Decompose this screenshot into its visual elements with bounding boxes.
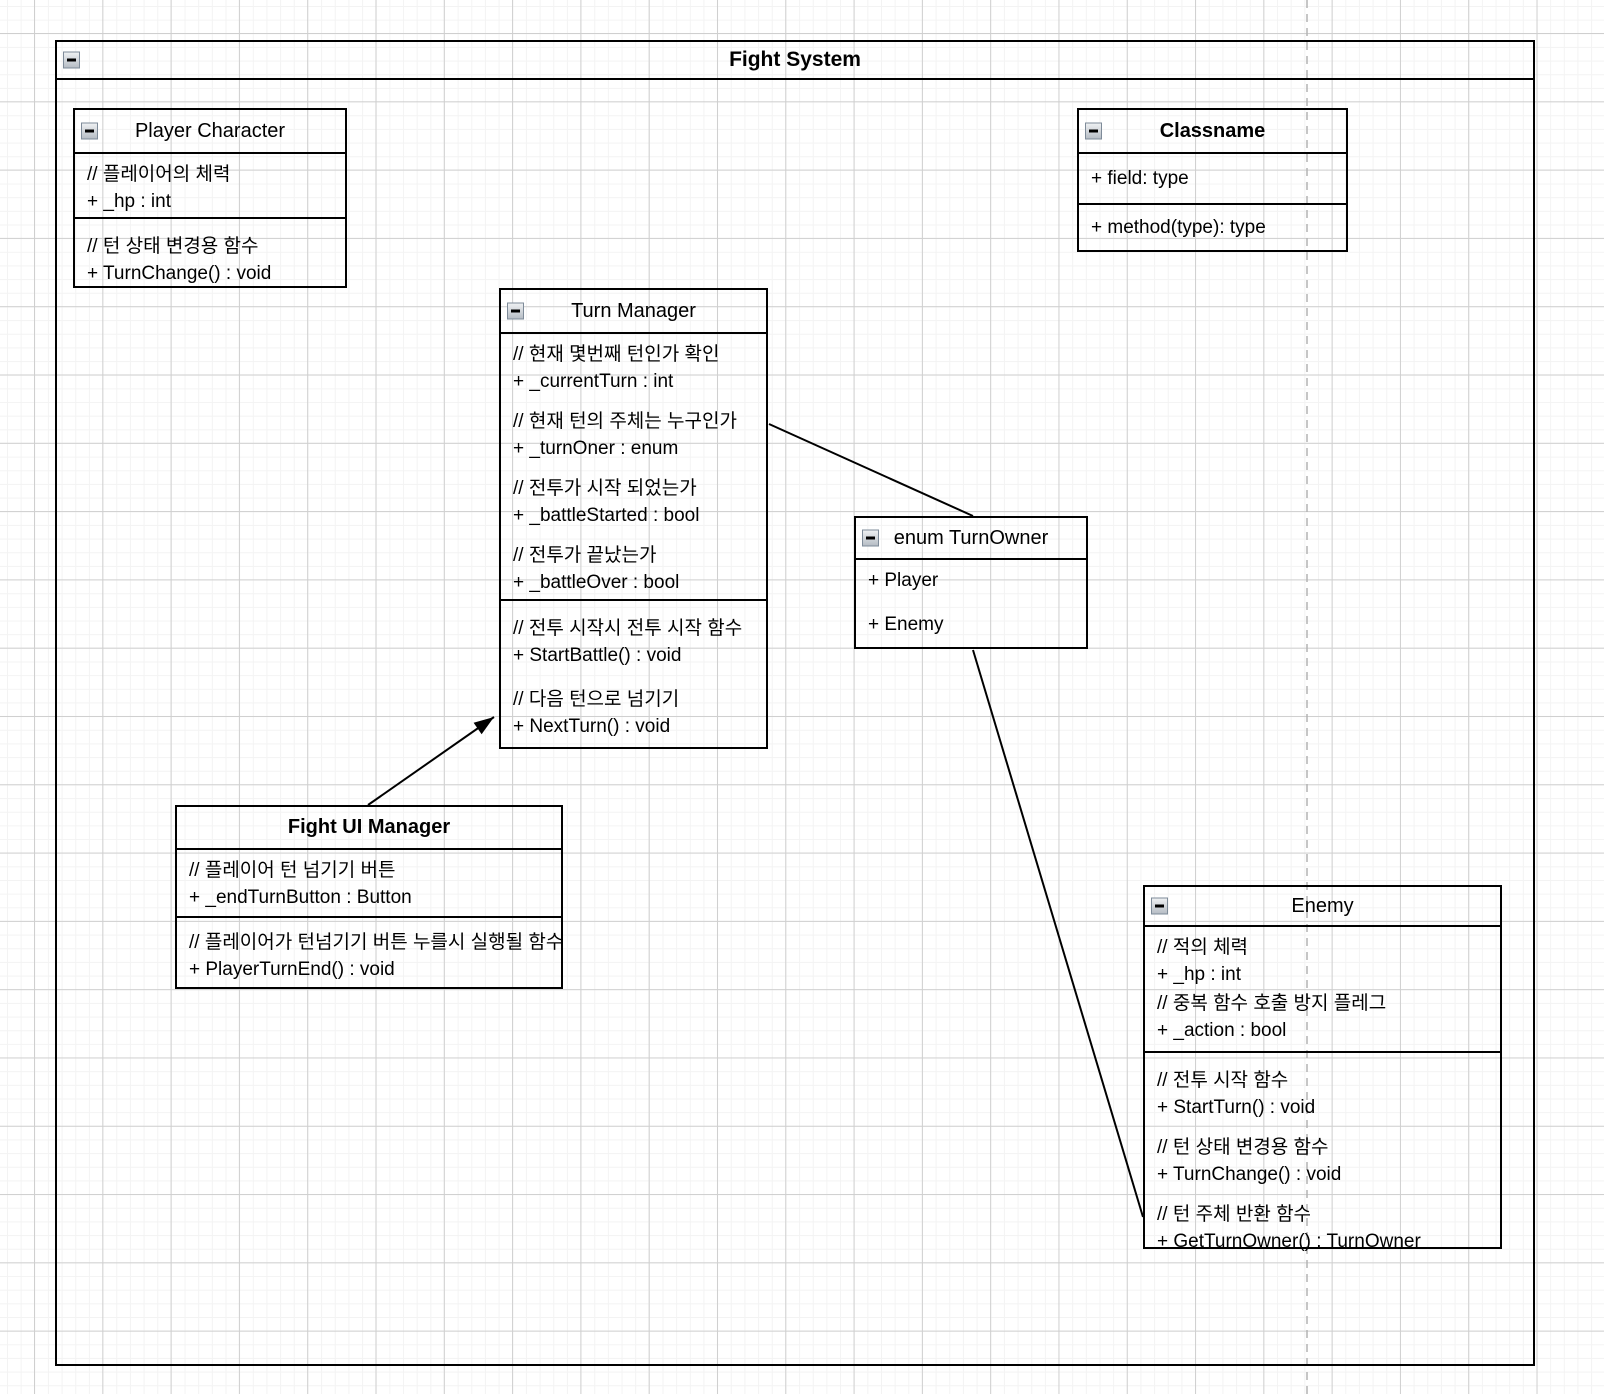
comment-line: // 현재 몇번째 턴인가 확인 <box>513 344 720 365</box>
field-line: + _turnOner : enum <box>513 438 679 459</box>
comment-line: // 현재 턴의 주체는 누구인가 <box>513 411 737 432</box>
collapse-icon[interactable] <box>1151 897 1168 915</box>
method-line: + StartBattle() : void <box>513 645 682 666</box>
class-enemy[interactable]: Enemy // 적의 체력 + _hp : int // 중복 함수 호출 방… <box>1143 885 1502 1252</box>
comment-line: // 턴 주체 반환 함수 <box>1157 1204 1312 1225</box>
methods-section: + method(type): type <box>1079 203 1346 250</box>
class-title-row: Player Character <box>75 110 345 152</box>
method-line: + StartTurn() : void <box>1157 1097 1316 1118</box>
fields-section: // 현재 몇번째 턴인가 확인 + _currentTurn : int //… <box>501 332 766 599</box>
method-line: + NextTurn() : void <box>513 716 671 737</box>
class-title: Fight UI Manager <box>287 816 451 838</box>
method-line: + TurnChange() : void <box>87 263 272 284</box>
collapse-icon[interactable] <box>507 302 524 320</box>
field-line: + _hp : int <box>1157 964 1241 985</box>
class-title-row: Enemy <box>1145 887 1500 925</box>
class-title: enum TurnOwner <box>893 526 1049 549</box>
comment-line: // 전투 시작 함수 <box>1157 1070 1289 1091</box>
method-line: + PlayerTurnEnd() : void <box>189 959 395 980</box>
class-title-row: Fight UI Manager <box>177 807 561 848</box>
class-title: Turn Manager <box>571 299 696 322</box>
fields-section: + Player + Enemy <box>856 558 1086 647</box>
method-line: + TurnChange() : void <box>1157 1164 1342 1185</box>
class-enum-turnowner[interactable]: enum TurnOwner + Player + Enemy <box>854 516 1088 649</box>
fields-section: + field: type <box>1079 152 1346 203</box>
field-line: + _battleStarted : bool <box>513 505 700 526</box>
collapse-icon[interactable] <box>1085 122 1102 140</box>
comment-line: // 턴 상태 변경용 함수 <box>87 236 259 257</box>
page-title: Fight System <box>729 48 861 71</box>
comment-line: // 플레이어 턴 넘기기 버튼 <box>189 860 396 881</box>
collapse-icon[interactable] <box>63 51 80 69</box>
class-title-row: enum TurnOwner <box>856 518 1086 558</box>
class-title: Player Character <box>134 119 286 142</box>
class-fight-ui-manager[interactable]: Fight UI Manager // 플레이어 턴 넘기기 버튼 + _end… <box>175 805 563 989</box>
fields-section: // 적의 체력 + _hp : int // 중복 함수 호출 방지 플레그 … <box>1145 925 1500 1051</box>
comment-line: // 전투가 시작 되었는가 <box>513 478 697 499</box>
field-line: + _endTurnButton : Button <box>189 887 412 908</box>
comment-line: // 턴 상태 변경용 함수 <box>1157 1137 1329 1158</box>
class-classname[interactable]: Classname + field: type + method(type): … <box>1077 108 1348 252</box>
collapse-icon[interactable] <box>862 529 879 547</box>
method-line: + GetTurnOwner() : TurnOwner <box>1157 1231 1421 1252</box>
field-line: + _currentTurn : int <box>513 371 674 392</box>
fight-system-title-row: Fight System <box>57 42 1533 80</box>
field-line: + _hp : int <box>87 191 171 212</box>
methods-section: // 플레이어가 턴넘기기 버튼 누를시 실행될 함수 + PlayerTurn… <box>177 916 564 987</box>
methods-section: // 전투 시작 함수 + StartTurn() : void // 턴 상태… <box>1145 1051 1500 1259</box>
field-line: + _battleOver : bool <box>513 572 680 593</box>
comment-line: // 플레이어가 턴넘기기 버튼 누를시 실행될 함수 <box>189 932 564 953</box>
method-line: + method(type): type <box>1091 217 1266 238</box>
comment-line: // 전투가 끝났는가 <box>513 545 657 566</box>
methods-section: // 턴 상태 변경용 함수 + TurnChange() : void <box>75 217 345 291</box>
fight-system-container[interactable]: Fight System <box>55 40 1535 1366</box>
comment-line: // 플레이어의 체력 <box>87 164 231 185</box>
class-turn-manager[interactable]: Turn Manager // 현재 몇번째 턴인가 확인 + _current… <box>499 288 768 749</box>
comment-line: // 적의 체력 <box>1157 937 1249 958</box>
class-title-row: Classname <box>1079 110 1346 152</box>
enum-value-line: + Enemy <box>868 614 944 635</box>
class-player-character[interactable]: Player Character // 플레이어의 체력 + _hp : int… <box>73 108 347 288</box>
comment-line: // 다음 턴으로 넘기기 <box>513 689 680 710</box>
fields-section: // 플레이어의 체력 + _hp : int <box>75 152 345 217</box>
comment-line: // 중복 함수 호출 방지 플레그 <box>1157 993 1387 1014</box>
fields-section: // 플레이어 턴 넘기기 버튼 + _endTurnButton : Butt… <box>177 848 561 916</box>
class-title: Enemy <box>1291 894 1354 917</box>
field-line: + field: type <box>1091 168 1189 189</box>
collapse-icon[interactable] <box>81 122 98 140</box>
methods-section: // 전투 시작시 전투 시작 함수 + StartBattle() : voi… <box>501 599 766 747</box>
class-title-row: Turn Manager <box>501 290 766 332</box>
field-line: + _action : bool <box>1157 1020 1287 1041</box>
enum-value-line: + Player <box>868 570 939 591</box>
class-title: Classname <box>1159 119 1266 142</box>
comment-line: // 전투 시작시 전투 시작 함수 <box>513 618 743 639</box>
